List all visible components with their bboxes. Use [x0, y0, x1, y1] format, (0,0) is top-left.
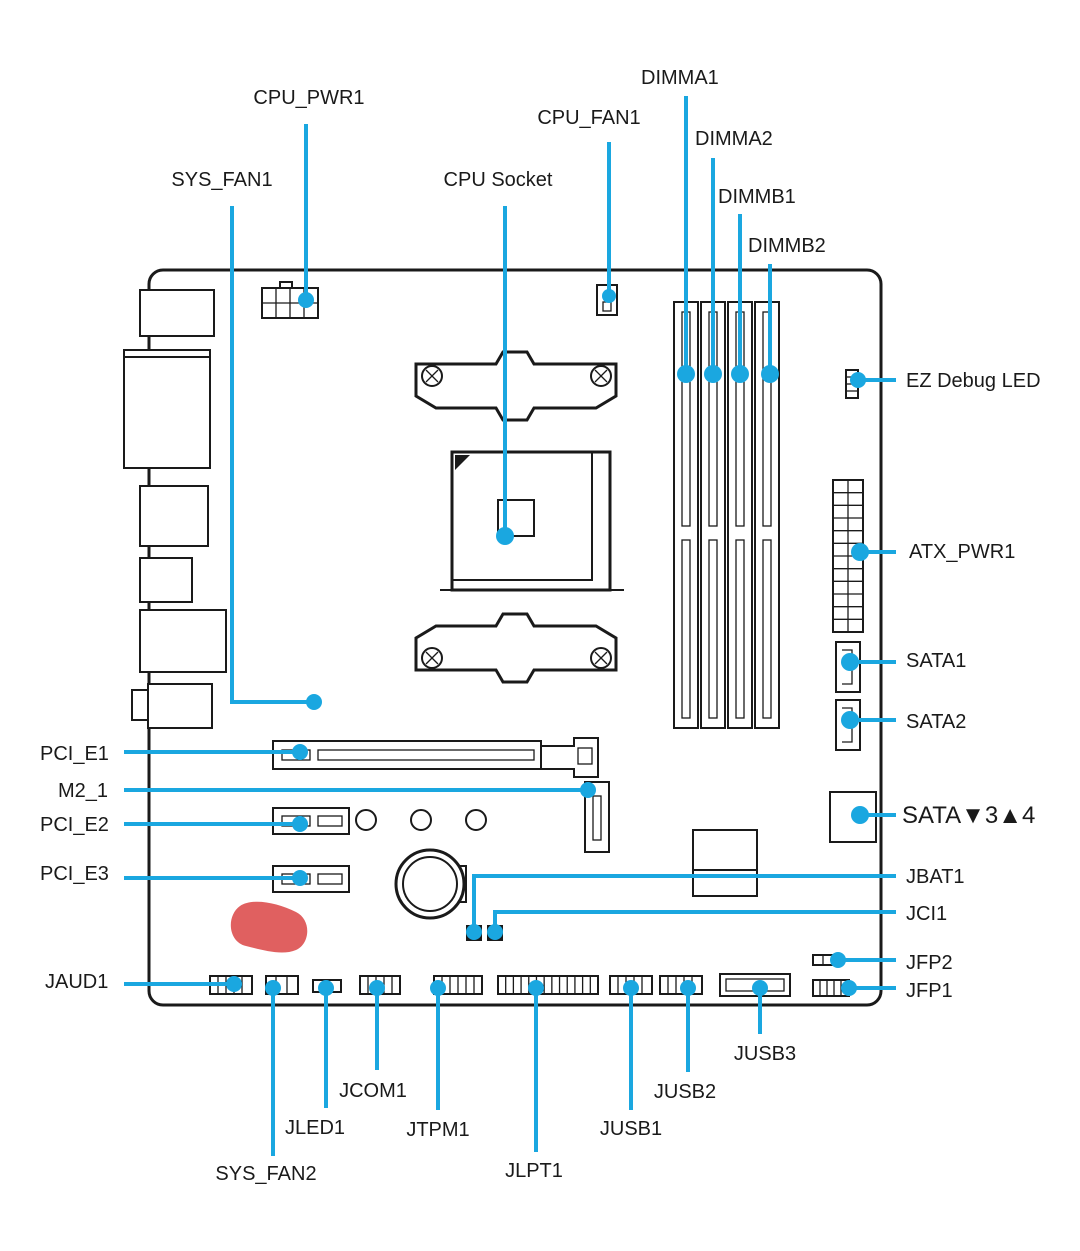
label-ez-debug-led: EZ Debug LED: [906, 370, 1041, 392]
label-jusb1: JUSB1: [600, 1118, 662, 1140]
callout-jci1: [487, 910, 896, 940]
heatsink-bracket-bottom: [414, 612, 618, 684]
callout-sys-fan2: [265, 980, 281, 1156]
label-pci-e1: PCI_E1: [40, 743, 109, 765]
label-dimmb2: DIMMB2: [748, 235, 826, 257]
callout-ez-debug-led: [850, 372, 896, 388]
label-jci1: JCI1: [906, 903, 947, 925]
callout-atx-pwr1: [851, 543, 896, 561]
callout-dimma2: [704, 158, 722, 383]
callout-jbat1: [466, 874, 896, 940]
callout-jusb1: [623, 980, 639, 1110]
callout-jusb2: [680, 980, 696, 1072]
label-sata34: SATA▼3▲4: [902, 802, 1035, 829]
label-pci-e3: PCI_E3: [40, 863, 109, 885]
cpu-socket: [440, 450, 624, 592]
label-jfp2: JFP2: [906, 952, 953, 974]
label-m2-1: M2_1: [58, 780, 108, 802]
label-cpu-fan1: CPU_FAN1: [537, 107, 640, 129]
callout-dimmb2: [761, 264, 779, 383]
label-cpu-pwr1: CPU_PWR1: [253, 87, 364, 109]
label-pci-e2: PCI_E2: [40, 814, 109, 836]
callout-sys-fan1: [230, 206, 322, 710]
callout-cpu-socket: [496, 206, 514, 545]
label-sys-fan2: SYS_FAN2: [215, 1163, 316, 1185]
callout-jcom1: [369, 980, 385, 1070]
callout-jled1: [318, 980, 334, 1108]
label-dimmb1: DIMMB1: [718, 186, 796, 208]
pci-e2-slot: [272, 807, 350, 835]
callout-jfp1: [841, 980, 896, 996]
label-sata1: SATA1: [906, 650, 966, 672]
callout-m2-1: [124, 782, 596, 798]
label-sys-fan1: SYS_FAN1: [171, 169, 272, 191]
label-jfp1: JFP1: [906, 980, 953, 1002]
callout-pci-e2: [124, 816, 308, 832]
dimm-slot-b2: [754, 301, 780, 729]
callout-jtpm1: [430, 980, 446, 1110]
callout-pci-e3: [124, 870, 308, 886]
pci-e1-slot: [272, 737, 599, 778]
jtpm1-header: [433, 975, 483, 995]
cmos-battery: [394, 848, 467, 920]
label-jbat1: JBAT1: [906, 866, 965, 888]
label-jled1: JLED1: [285, 1117, 345, 1139]
label-sata2: SATA2: [906, 711, 966, 733]
callout-sata2: [841, 711, 896, 729]
callout-jusb3: [752, 980, 768, 1034]
callout-jaud1: [124, 976, 242, 992]
heatsink-bracket-top: [414, 350, 618, 422]
label-jtpm1: JTPM1: [406, 1119, 469, 1141]
label-jusb2: JUSB2: [654, 1081, 716, 1103]
callout-pci-e1: [124, 744, 308, 760]
callout-dimma1: [677, 96, 695, 383]
label-dimma1: DIMMA1: [641, 67, 719, 89]
callout-cpu-fan1: [602, 142, 616, 303]
label-atx-pwr1: ATX_PWR1: [909, 541, 1015, 563]
label-jaud1: JAUD1: [45, 971, 108, 993]
callout-dimmb1: [731, 214, 749, 383]
label-jcom1: JCOM1: [339, 1080, 407, 1102]
m2-1-slot: [584, 781, 610, 853]
label-cpu-socket: CPU Socket: [444, 169, 553, 191]
label-dimma2: DIMMA2: [695, 128, 773, 150]
callouts: [124, 96, 896, 1156]
mounting-holes: [355, 809, 487, 831]
callout-cpu-pwr1: [298, 124, 314, 308]
label-jusb3: JUSB3: [734, 1043, 796, 1065]
jlpt1-header: [497, 975, 599, 995]
label-jlpt1: JLPT1: [505, 1160, 563, 1182]
red-marker-smudge: [230, 901, 308, 953]
callout-sata1: [841, 653, 896, 671]
callout-jfp2: [830, 952, 896, 968]
rear-io-panel: [123, 289, 227, 729]
chipset: [692, 829, 758, 897]
labels: CPU_PWR1 SYS_FAN1 CPU Socket CPU_FAN1 DI…: [40, 67, 1041, 1185]
callout-jlpt1: [528, 980, 544, 1152]
callout-sata34: [851, 806, 896, 824]
